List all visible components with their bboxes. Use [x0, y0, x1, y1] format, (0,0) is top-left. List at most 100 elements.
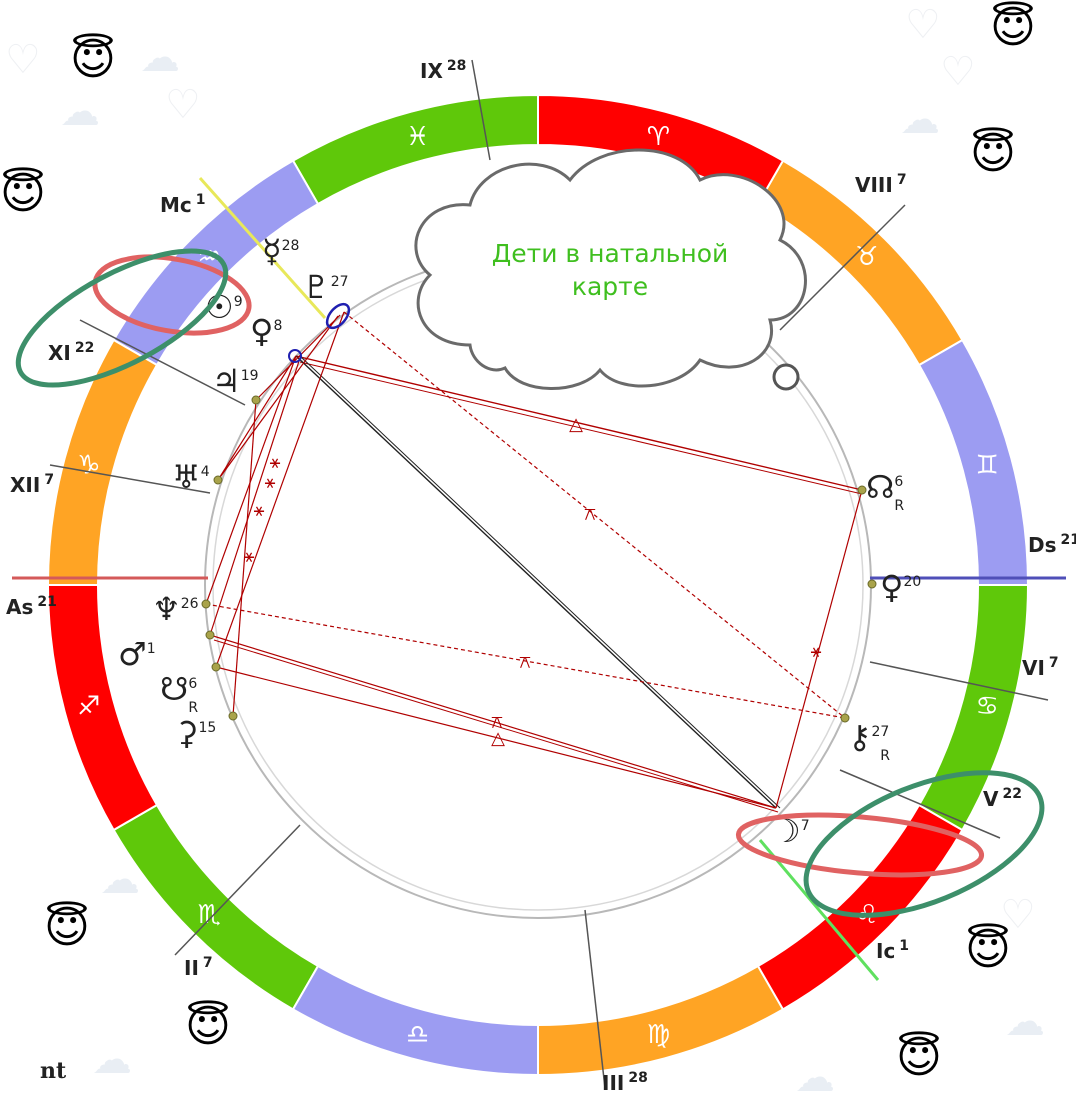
- heart-icon: ♡: [1000, 892, 1036, 938]
- aspect-line: [299, 355, 781, 809]
- house-label-degree: 7: [44, 472, 54, 488]
- house-cusp-line-xii: [49, 464, 211, 494]
- title-cloud: Дети в натальной карте: [414, 148, 807, 390]
- aspect-line: [215, 666, 777, 809]
- highlight-ellipse-red-taurus: [735, 812, 985, 878]
- planet-dot: [251, 395, 261, 405]
- cloud-icon: ☁: [1005, 999, 1045, 1045]
- aspect-glyph-quincunx: ⚻: [519, 652, 531, 673]
- planet-pluto-icon: ♇: [302, 268, 331, 306]
- house-label-text: As: [6, 595, 33, 619]
- aspect-glyphs: △ ⚻ ⚻ ⚻ △ ⚹ ⚹ ⚹ ⚹ ⚹: [244, 414, 822, 749]
- aspect-glyph-quincunx: ⚻: [584, 504, 596, 525]
- sign-glyph-taurus: ♉: [855, 242, 878, 272]
- house-label-degree: 21: [1061, 532, 1076, 548]
- house-label-text: IX: [420, 59, 443, 83]
- house-label-text: VI: [1022, 656, 1045, 680]
- heart-icon: ♡: [165, 82, 201, 128]
- angel-icon: 😇: [185, 1001, 231, 1052]
- planet-degree: 27: [871, 724, 889, 740]
- house-label-degree: 28: [628, 1070, 647, 1086]
- planet-venus: ♀8: [250, 312, 282, 350]
- title-cloud-shape: [414, 148, 807, 390]
- aspect-line: [205, 603, 846, 719]
- sign-glyph-cancer: ♋: [975, 691, 998, 721]
- sign-segment-leo: [756, 803, 964, 1011]
- signature: nt: [40, 1058, 67, 1084]
- planet-jupiter: ♃19: [212, 362, 259, 400]
- house-label-text: Ds: [1028, 533, 1057, 557]
- aspect-line: [232, 399, 257, 717]
- aspect-glyph-sextile: ⚹: [270, 452, 281, 473]
- planet-south-node-icon: ☋: [160, 670, 188, 708]
- planet-degree: 8: [273, 318, 282, 334]
- planet-proserpina-icon: ♀: [880, 568, 903, 606]
- house-label-degree: 1: [899, 938, 909, 954]
- planet-dot: [213, 475, 223, 485]
- house-label-text: III: [602, 1071, 624, 1095]
- house-label-degree: 21: [37, 594, 56, 610]
- aspect-line: [205, 355, 297, 605]
- house-label-text: XII: [10, 473, 40, 497]
- aspect-glyph-trine: △: [491, 728, 505, 749]
- sign-glyph-capricorn: ♑: [77, 451, 100, 481]
- house-label-degree: 7: [897, 172, 907, 188]
- aspect-line: [299, 361, 863, 495]
- sign-glyph-pisces: ♓: [406, 122, 429, 152]
- planet-degree: 1: [147, 641, 156, 657]
- angel-icon: 😇: [970, 128, 1016, 179]
- planet-mars: ♂1: [118, 635, 156, 673]
- house-label-text: V: [983, 787, 999, 811]
- planet-ceres-icon: ⚳: [175, 714, 198, 752]
- aspect-line: [215, 311, 345, 668]
- planet-degree: 15: [198, 720, 216, 736]
- house-label-degree: 7: [203, 955, 213, 971]
- planet-degree: 4: [201, 464, 210, 480]
- house-label-text: XI: [48, 341, 71, 365]
- sign-glyph-aries: ♈: [647, 122, 670, 152]
- planet-degree: 20: [903, 574, 921, 590]
- angel-icon: 😇: [0, 168, 46, 219]
- aspect-line: [217, 355, 297, 481]
- planet-north-node-icon: ☊: [866, 468, 894, 506]
- angel-icon: 😇: [896, 1032, 942, 1083]
- planet-retrograde-marker: R: [188, 700, 198, 716]
- house-label-degree: 1: [196, 192, 206, 208]
- highlight-ellipse-green-taurus: [803, 770, 1045, 918]
- planet-dot: [211, 662, 221, 672]
- planet-degree: 19: [241, 368, 259, 384]
- house-cusp-line-ii: [174, 824, 301, 956]
- aspect-line: [775, 489, 863, 809]
- cloud-icon: ☁: [900, 97, 940, 143]
- house-label-degree: 28: [447, 58, 466, 74]
- house-cusp-line-ix: [471, 59, 491, 161]
- aspect-line: [213, 639, 779, 813]
- planet-degree: 9: [234, 294, 243, 310]
- highlight-blue-marker: [325, 302, 351, 330]
- planet-neptune: ♆26: [152, 590, 199, 628]
- planet-dot: [205, 630, 215, 640]
- cloud-icon: ☁: [140, 35, 180, 81]
- planet-proserpina: ♀20: [880, 568, 921, 606]
- planet-ceres: ⚳15: [175, 714, 216, 752]
- aspect-glyph-sextile: ⚹: [254, 500, 265, 521]
- cloud-icon: ☁: [100, 857, 140, 903]
- house-label-degree: 22: [1002, 786, 1021, 802]
- sign-glyph-sagittarius: ♐: [77, 691, 100, 721]
- sign-segment-sagittarius: [46, 584, 159, 832]
- planet-position-dots: [201, 395, 877, 723]
- planet-mercury: ☿28: [262, 232, 299, 270]
- zodiac-ring: [46, 93, 1030, 1077]
- planet-mars-icon: ♂: [118, 635, 147, 673]
- house-cusp-lines: [12, 59, 1066, 1089]
